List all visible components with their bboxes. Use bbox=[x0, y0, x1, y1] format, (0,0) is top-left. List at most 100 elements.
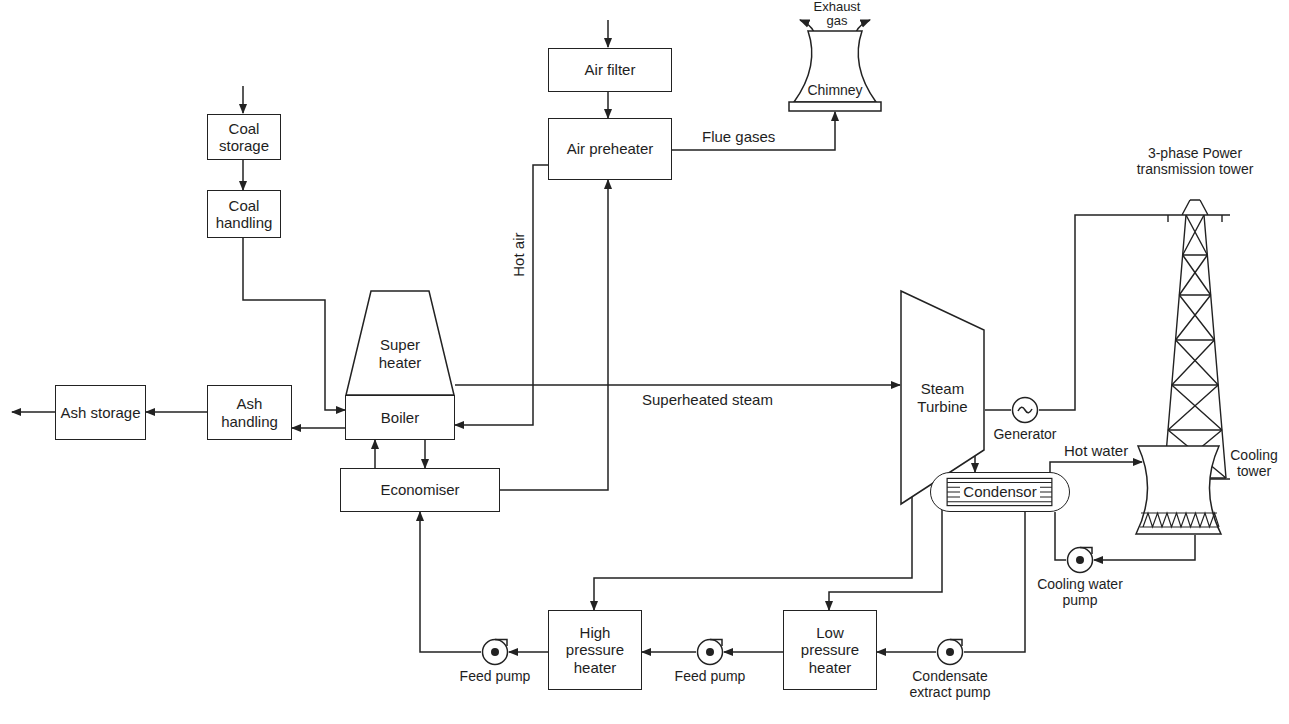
tube-line bbox=[947, 501, 1052, 502]
node-label: Economiser bbox=[380, 481, 459, 498]
ash-output-arrow bbox=[12, 411, 55, 413]
pump-symbol: Feed pump bbox=[440, 638, 550, 698]
node-label: Coal storage bbox=[211, 120, 277, 155]
handling-box: Ash handling bbox=[207, 385, 292, 440]
economiser-box: Economiser bbox=[340, 468, 500, 512]
node-label: Condensor bbox=[960, 483, 1039, 500]
tower-brace bbox=[1172, 340, 1218, 385]
node-label: Steam Turbine bbox=[908, 380, 978, 415]
flow-label: Flue gases bbox=[700, 128, 777, 145]
node-label: Feed pump bbox=[675, 668, 746, 684]
flow-connector bbox=[1094, 535, 1195, 560]
superheater-outline bbox=[346, 291, 454, 395]
flow-connector bbox=[829, 478, 942, 610]
flow-connector bbox=[500, 180, 608, 490]
flow-connector bbox=[455, 165, 548, 425]
flow-connector bbox=[877, 651, 936, 653]
node-label: Low pressure heater bbox=[787, 624, 873, 676]
flow-connector bbox=[374, 440, 376, 468]
node-label: Generator bbox=[993, 426, 1056, 442]
tube-bundle bbox=[947, 478, 1052, 505]
flow-connector bbox=[964, 512, 1025, 652]
flow-connector bbox=[420, 512, 481, 652]
pump-outlet bbox=[950, 640, 962, 647]
pump-impeller bbox=[706, 648, 714, 656]
flow-connector bbox=[424, 440, 426, 468]
handling-box: Coal handling bbox=[207, 190, 281, 238]
node-label: Air preheater bbox=[567, 140, 654, 157]
pump-casing bbox=[483, 640, 508, 665]
heater-box: Low pressure heater bbox=[783, 610, 877, 690]
node-label: Ash storage bbox=[60, 404, 140, 421]
node-label: Ash handling bbox=[211, 395, 288, 430]
chimney-base bbox=[789, 102, 881, 111]
flow-connector bbox=[672, 112, 835, 150]
flow-label: Superheated steam bbox=[640, 391, 775, 408]
superheater-shape: Super heater bbox=[345, 290, 455, 395]
node-label: Coal handling bbox=[211, 197, 277, 232]
generator-circle bbox=[1013, 398, 1038, 423]
generator-symbol: Generator bbox=[985, 396, 1065, 444]
heater-box: High pressure heater bbox=[548, 610, 642, 690]
pump-symbol: Cooling water pump bbox=[1025, 546, 1135, 610]
flow-label: Hot water bbox=[1062, 442, 1130, 459]
preheater-box: Air preheater bbox=[548, 118, 672, 180]
storage-box: Coal storage bbox=[207, 114, 281, 160]
flow-connector bbox=[985, 409, 1011, 411]
pump-casing bbox=[1068, 548, 1093, 573]
flow-connector bbox=[594, 497, 912, 610]
chimney-shape: Chimney bbox=[788, 30, 882, 112]
flow-connector bbox=[724, 651, 783, 653]
tower-brace bbox=[1179, 255, 1210, 295]
flow-connector bbox=[146, 411, 207, 413]
node-label: Chimney bbox=[788, 82, 882, 98]
exhaust-arrow bbox=[800, 20, 814, 32]
cooling-tower-outline bbox=[1136, 446, 1221, 534]
flow-connector bbox=[642, 651, 696, 653]
tower-legs bbox=[1160, 215, 1230, 479]
flow-label: Hot air bbox=[510, 231, 527, 279]
node-label: High pressure heater bbox=[552, 624, 638, 676]
tower-crossarm bbox=[1160, 200, 1230, 222]
transmission-tower: 3-phase Power transmission tower bbox=[1135, 145, 1255, 480]
symbol-svg bbox=[1135, 445, 1222, 535]
pump-symbol: Feed pump bbox=[655, 638, 765, 698]
node-label: 3-phase Power transmission tower bbox=[1135, 145, 1255, 177]
symbol-svg bbox=[1011, 396, 1039, 424]
pump-outlet bbox=[710, 640, 722, 647]
pump-outlet bbox=[495, 640, 507, 647]
tower-brace bbox=[1176, 295, 1215, 340]
node-label: Feed pump bbox=[460, 668, 531, 684]
symbol-svg bbox=[1066, 546, 1094, 574]
flow-connector bbox=[455, 384, 900, 386]
flow-connector bbox=[607, 92, 609, 118]
pump-impeller bbox=[491, 648, 499, 656]
pump-symbol: Condensate extract pump bbox=[900, 638, 1000, 702]
flow-connector bbox=[1055, 512, 1066, 560]
annotation-label: Exhaust gas bbox=[805, 0, 869, 28]
pump-casing bbox=[938, 640, 963, 665]
cooling-tower: Cooling tower bbox=[1135, 445, 1285, 535]
tower-brace bbox=[1183, 215, 1208, 255]
flow-connector bbox=[292, 427, 345, 429]
flow-connector bbox=[509, 651, 548, 653]
shape-svg bbox=[788, 30, 882, 112]
pump-casing bbox=[698, 640, 723, 665]
symbol-svg bbox=[936, 638, 964, 666]
filter-box: Air filter bbox=[548, 48, 672, 92]
fill-packing bbox=[1140, 513, 1219, 527]
node-label: Cooling tower bbox=[1225, 447, 1283, 479]
boiler-box: Boiler bbox=[345, 395, 455, 440]
node-label: Air filter bbox=[585, 61, 636, 78]
pump-impeller bbox=[1076, 556, 1084, 564]
condenser-shape: Condensor bbox=[930, 472, 1070, 512]
tower-brace bbox=[1168, 385, 1222, 430]
node-label: Super heater bbox=[363, 336, 437, 371]
flow-connector bbox=[1039, 215, 1160, 410]
storage-box: Ash storage bbox=[55, 385, 146, 440]
node-label: Boiler bbox=[381, 409, 419, 426]
flow-connector bbox=[242, 160, 244, 190]
flow-connector bbox=[974, 456, 976, 472]
